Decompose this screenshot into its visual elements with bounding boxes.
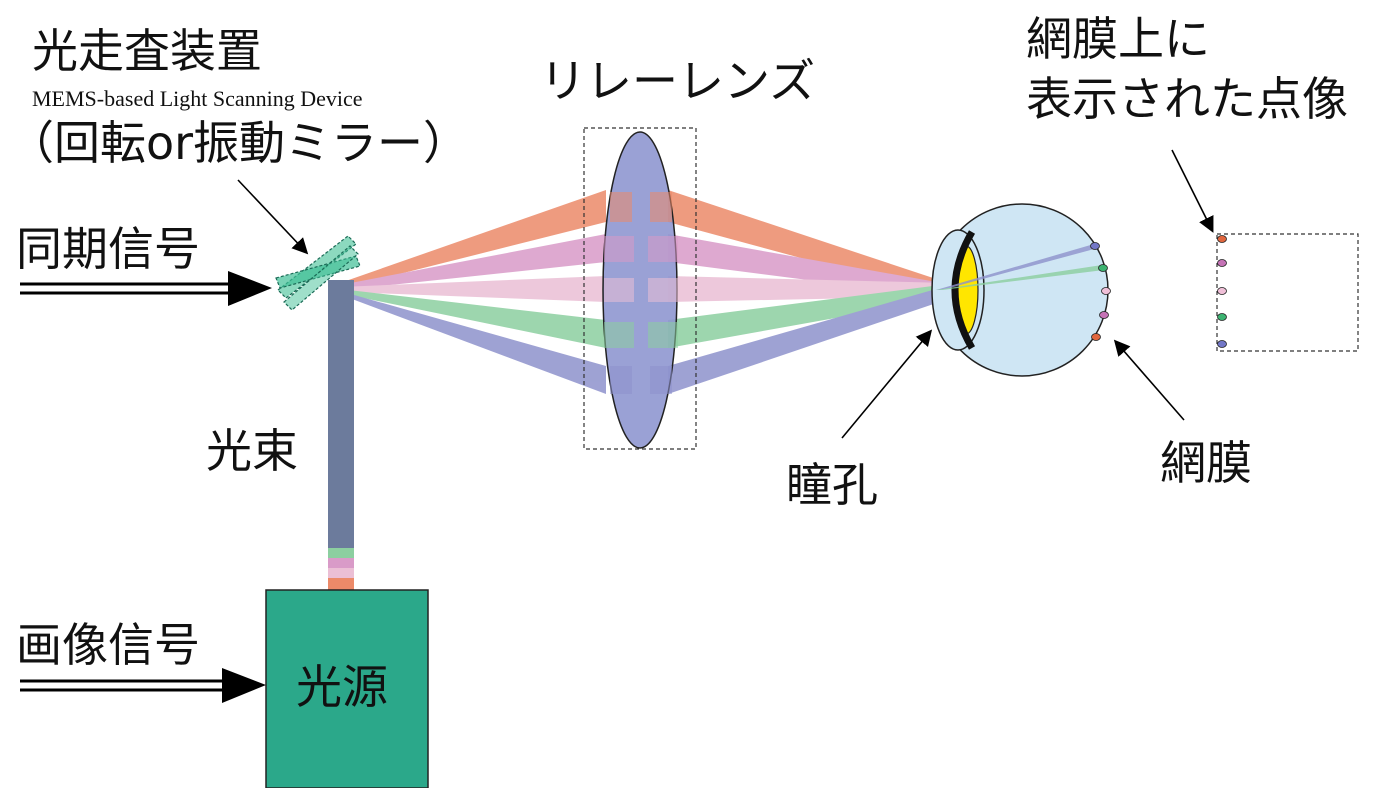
retina-image-label-line2: 表示された点像 — [1026, 72, 1348, 126]
scanner-subtitle: MEMS-based Light Scanning Device — [32, 86, 363, 111]
eye — [931, 203, 1109, 377]
beam-pink-in — [340, 234, 606, 290]
scanner-note: （回転or振動ミラー） — [8, 116, 470, 170]
pointer-retina — [1113, 339, 1185, 421]
vertical-light-beam — [328, 280, 354, 590]
beams-inside-eye — [936, 244, 1104, 290]
displayed-image-frame — [1216, 233, 1359, 352]
retina-label: 網膜 — [1160, 436, 1252, 490]
sync-signal-label: 同期信号 — [16, 222, 200, 276]
pupil-label: 瞳孔 — [786, 458, 878, 512]
pointer-displayed-image — [1171, 149, 1214, 233]
beam-lightpink-in — [340, 276, 606, 302]
relay-lens-frame — [583, 127, 697, 450]
image-signal-label: 画像信号 — [16, 618, 200, 672]
displayed-image-points — [1217, 235, 1227, 348]
retina-image-label-line1: 網膜上に — [1026, 12, 1210, 66]
image-signal-arrow — [20, 668, 266, 703]
iris — [951, 230, 976, 350]
light-source-box — [265, 589, 429, 788]
beams-scanner-to-lens — [340, 190, 606, 394]
pointer-scanner — [237, 179, 309, 255]
relay-lens-label: リレーレンズ — [540, 54, 816, 108]
beam-orange-in — [340, 190, 606, 288]
beam-green-in — [340, 289, 606, 348]
beam-lightpink-out — [668, 276, 1106, 302]
beam-blue-in — [340, 291, 606, 394]
lens-beam-traces — [604, 192, 678, 394]
sync-signal-arrow — [20, 271, 272, 306]
retina-points — [1090, 242, 1111, 341]
pointer-pupil — [841, 329, 933, 439]
scanning-mirror — [275, 235, 361, 311]
light-source-label: 光源 — [296, 660, 388, 714]
scanner-title: 光走査装置 — [32, 24, 262, 78]
light-beam-label: 光束 — [206, 424, 298, 478]
